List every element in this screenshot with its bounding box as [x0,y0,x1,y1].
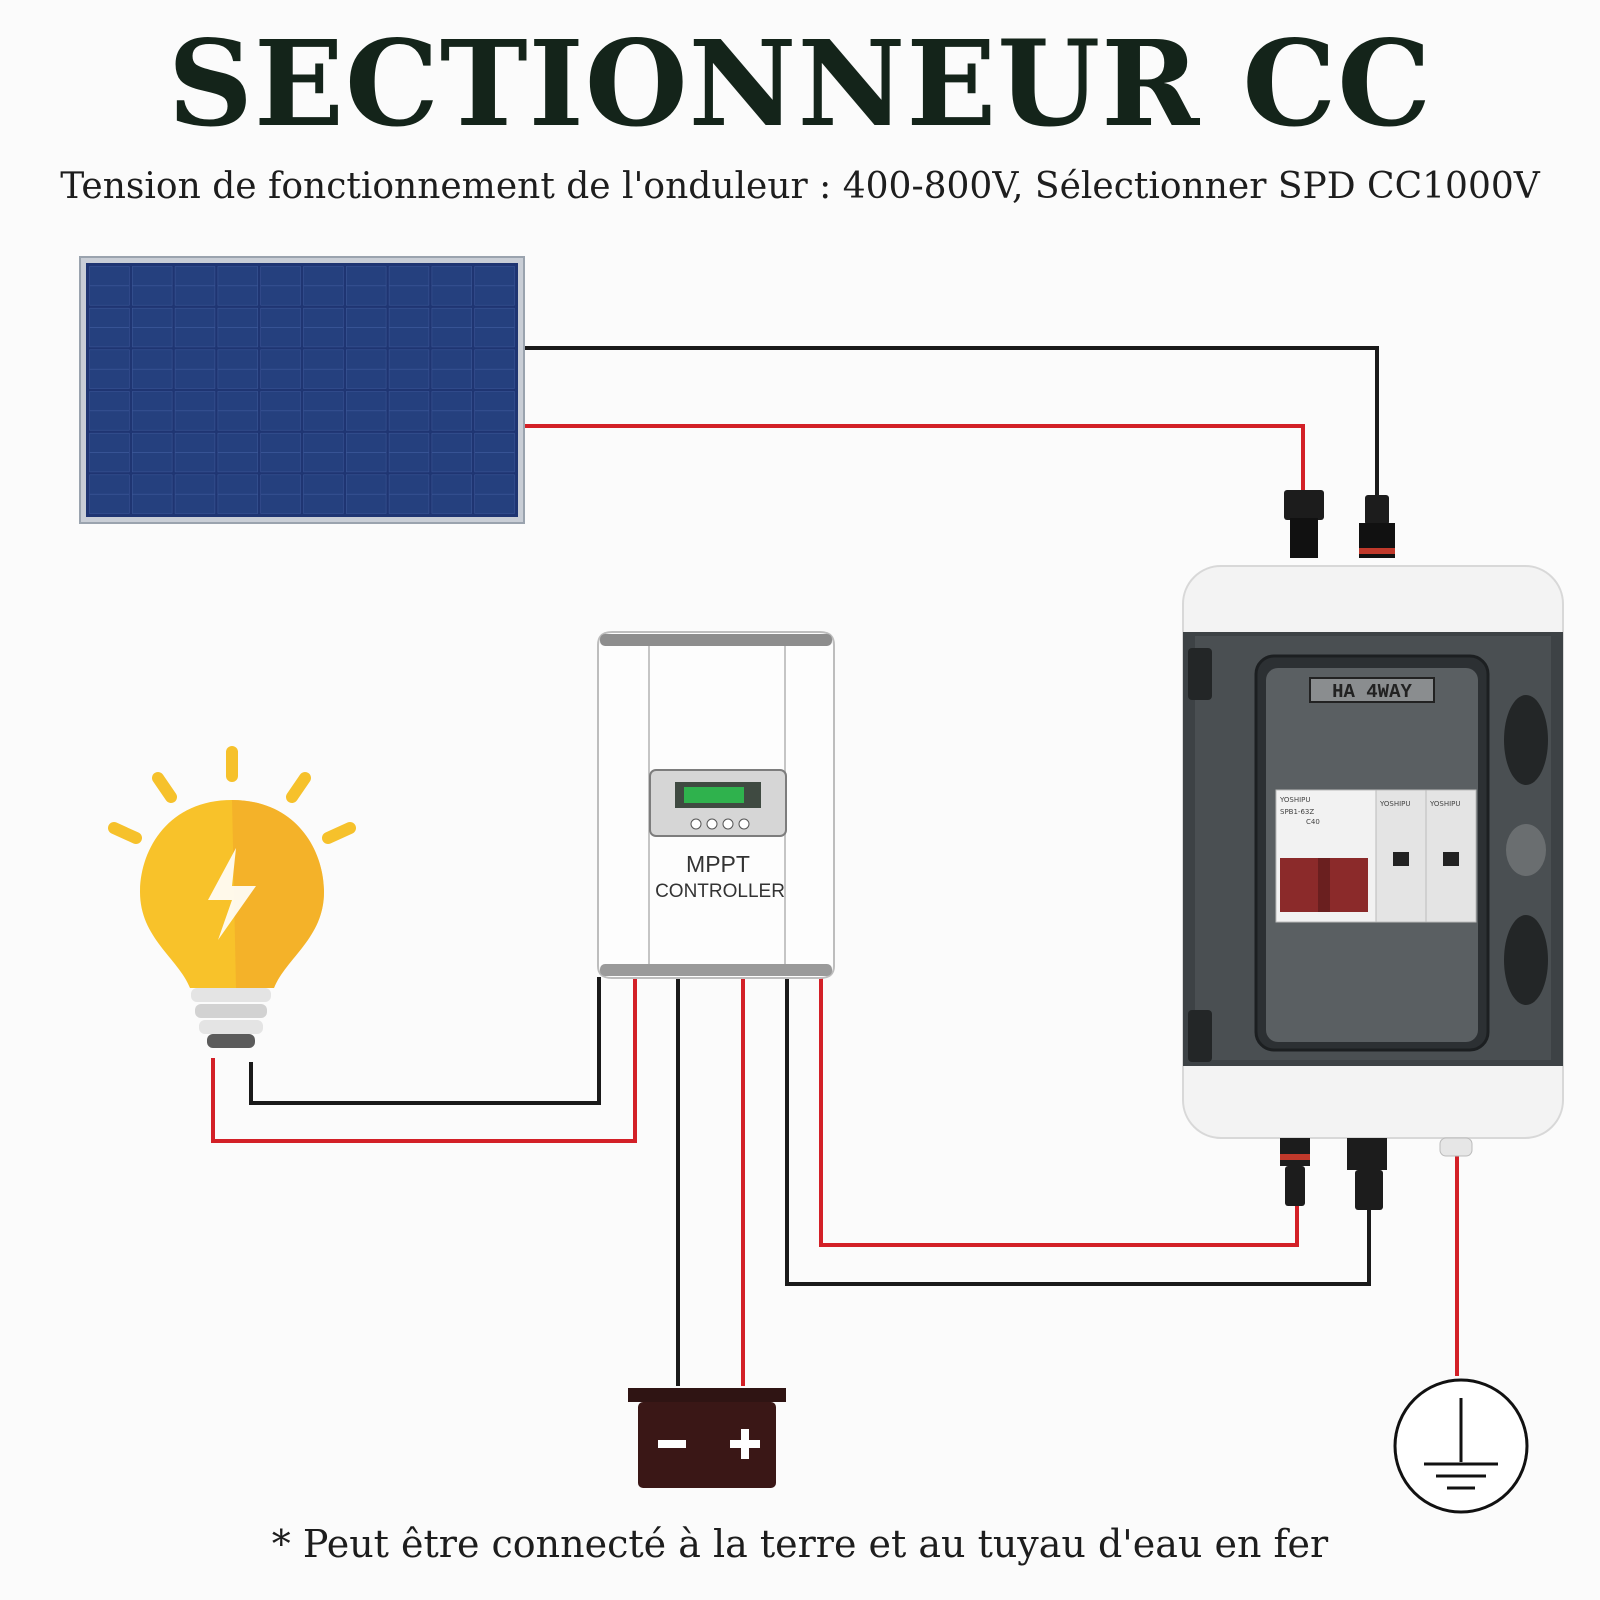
mc4-connector-top-negative [1359,495,1395,558]
wire-panel-negative [518,346,1379,500]
combiner-box: HA 4WAY YOSHIPU SPB1-63Z C40 YOSHIPU YOS… [1182,565,1564,1139]
spd-brand-1: YOSHIPU [1379,800,1411,808]
controller-label-line2: CONTROLLER [655,881,785,902]
controller-label-line1: MPPT [686,851,750,877]
page-subtitle: Tension de fonctionnement de l'onduleur … [60,166,1540,207]
ground-symbol-icon [1393,1378,1529,1514]
breaker-brand: YOSHIPU [1279,796,1311,804]
wire-combiner-negative [785,977,1371,1286]
wire-panel-positive [512,424,1305,500]
light-bulb-icon [108,746,356,1048]
mc4-connector-bottom-positive [1280,1138,1310,1206]
cable-gland-icon [1439,1137,1473,1157]
wire-combiner-positive [819,977,1299,1247]
battery-icon [628,1388,786,1488]
breaker-rating: C40 [1306,818,1320,826]
solar-panel-icon [79,256,525,524]
mc4-connector-top-positive [1284,490,1324,558]
footer-note: * Peut être connecté à la terre et au tu… [271,1522,1329,1566]
controller-display-panel [649,769,787,837]
wire-bulb-negative [249,977,601,1105]
combiner-box-label: HA 4WAY [1332,681,1412,703]
wires [211,346,1459,1386]
page-title: SECTIONNEUR CC [167,14,1433,153]
mppt-controller: MPPT CONTROLLER [597,631,835,979]
mc4-connector-bottom-negative [1347,1138,1387,1210]
breaker-model: SPB1-63Z [1280,808,1314,816]
wire-bulb-positive [211,977,637,1143]
spd-brand-2: YOSHIPU [1429,800,1461,808]
